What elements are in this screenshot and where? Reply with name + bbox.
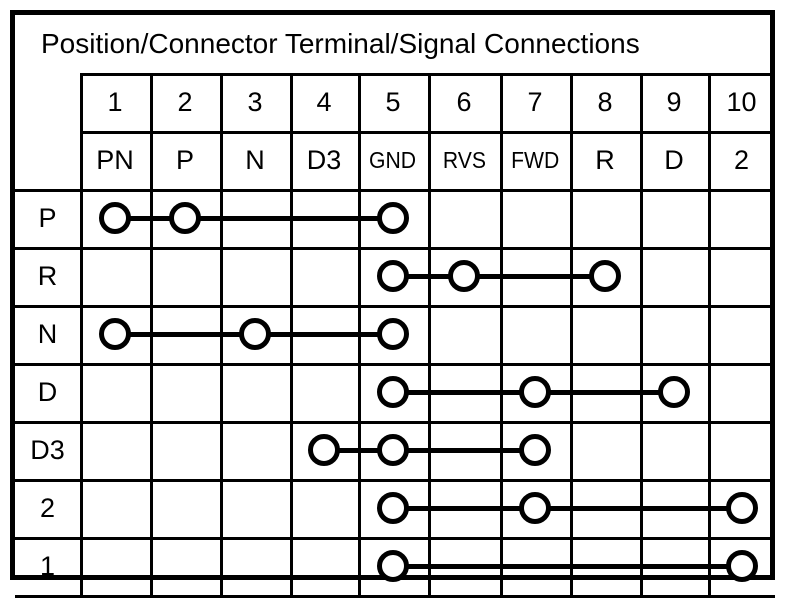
row-label-D3: D3 <box>15 421 80 479</box>
header-terminal-number-8: 8 <box>570 73 640 131</box>
table-row <box>80 189 775 247</box>
rule-column-7 <box>570 73 573 595</box>
row-label-R-text: R <box>37 260 58 291</box>
header-terminal-number-10-text: 10 <box>726 86 757 117</box>
row-label-D: D <box>15 363 80 421</box>
header-signal-name-N-text: N <box>245 144 265 175</box>
header-terminal-number-3-text: 3 <box>247 86 263 117</box>
row-label-P: P <box>15 189 80 247</box>
rule-column-0 <box>80 73 83 595</box>
header-terminal-number-7: 7 <box>500 73 570 131</box>
header-terminal-number-8-text: 8 <box>597 86 613 117</box>
row-label-2: 2 <box>15 479 80 537</box>
header-signal-name-N: N <box>220 131 290 189</box>
rule-row-5 <box>15 479 775 482</box>
table-row <box>80 363 775 421</box>
header-terminal-number-7-text: 7 <box>527 86 543 117</box>
header-terminal-number-10: 10 <box>708 73 775 131</box>
page-title: Position/Connector Terminal/Signal Conne… <box>41 28 640 59</box>
header-terminal-number-3: 3 <box>220 73 290 131</box>
header-signal-name-P: P <box>150 131 220 189</box>
table-frame: Position/Connector Terminal/Signal Conne… <box>10 10 775 598</box>
rule-column-9 <box>708 73 711 595</box>
header-terminal-number-6: 6 <box>428 73 500 131</box>
header-terminal-number-6-text: 6 <box>456 86 472 117</box>
rule-row-6 <box>15 537 775 540</box>
rule-row-3 <box>15 363 775 366</box>
header-signal-name-D3-text: D3 <box>306 144 342 175</box>
rule-column-8 <box>640 73 643 595</box>
row-label-2-text: 2 <box>39 492 56 523</box>
header-signal-name-FWD: FWD <box>500 131 570 189</box>
header-signal-name-GND: GND <box>358 131 428 189</box>
header-signal-name-P-text: P <box>175 144 194 175</box>
header-terminal-number-1: 1 <box>80 73 150 131</box>
table-row <box>80 305 775 363</box>
row-label-P-text: P <box>38 202 57 233</box>
table-row <box>80 247 775 305</box>
rule-column-6 <box>500 73 503 595</box>
header-signal-name-D: D <box>640 131 708 189</box>
row-label-D-text: D <box>37 376 58 407</box>
row-label-D3-text: D3 <box>30 434 65 465</box>
header-terminal-number-4-text: 4 <box>316 86 332 117</box>
table-row <box>80 537 775 595</box>
header-signal-name-PN: PN <box>80 131 150 189</box>
rule-row-2 <box>15 305 775 308</box>
row-label-N: N <box>15 305 80 363</box>
rule-row-4 <box>15 421 775 424</box>
rule-top-of-body <box>15 189 775 192</box>
table-row <box>80 479 775 537</box>
row-label-R: R <box>15 247 80 305</box>
header-signal-name-R-text: R <box>595 144 615 175</box>
row-label-N-text: N <box>37 318 58 349</box>
header-signal-name-RVS: RVS <box>428 131 500 189</box>
header-signal-name-2-text: 2 <box>733 144 750 175</box>
header-terminal-number-9-text: 9 <box>666 86 682 117</box>
header-signal-name-GND-text: GND <box>369 146 417 173</box>
header-signal-name-FWD-text: FWD <box>510 146 560 173</box>
header-signal-name-PN-text: PN <box>96 144 134 175</box>
rule-column-5 <box>428 73 431 595</box>
header-signal-name-2: 2 <box>708 131 775 189</box>
header-signal-name-RVS-text: RVS <box>442 146 486 173</box>
header-terminal-number-9: 9 <box>640 73 708 131</box>
row-label-1: 1 <box>15 537 80 595</box>
header-signal-name-D3: D3 <box>290 131 358 189</box>
row-label-1-text: 1 <box>39 550 56 581</box>
rule-row-1 <box>15 247 775 250</box>
header-terminal-number-5: 5 <box>358 73 428 131</box>
rule-between-number-and-signal <box>80 131 775 134</box>
header-terminal-number-1-text: 1 <box>107 86 123 117</box>
header-signal-name-D-text: D <box>664 144 684 175</box>
header-terminal-number-2-text: 2 <box>177 86 193 117</box>
header-terminal-number-4: 4 <box>290 73 358 131</box>
rule-top-of-number-row <box>80 73 775 76</box>
header-terminal-number-2: 2 <box>150 73 220 131</box>
title-band: Position/Connector Terminal/Signal Conne… <box>15 15 770 73</box>
header-terminal-number-5-text: 5 <box>385 86 401 117</box>
table-row <box>80 421 775 479</box>
header-signal-name-R: R <box>570 131 640 189</box>
